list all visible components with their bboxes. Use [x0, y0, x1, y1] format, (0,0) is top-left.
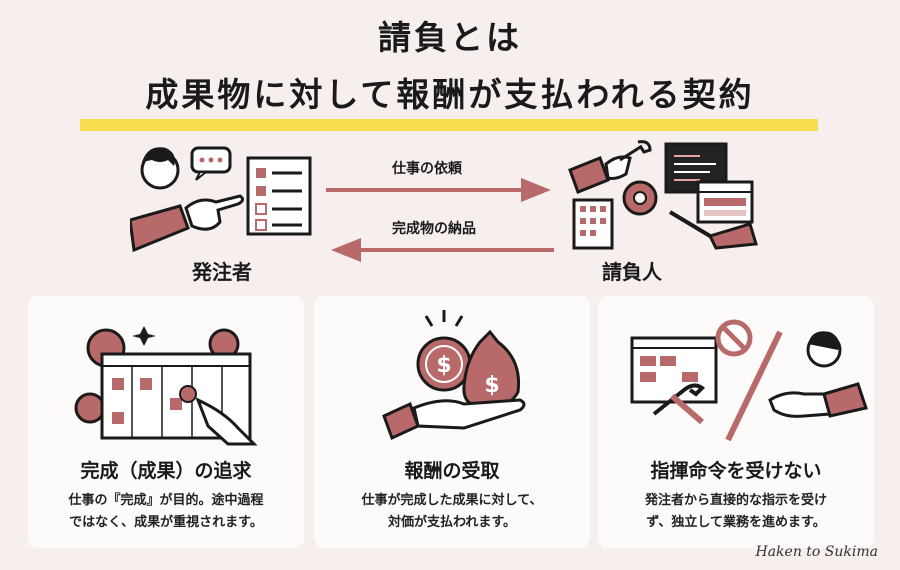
arrow-label-request: 仕事の依頼	[392, 161, 462, 177]
speech-bubble-icon	[190, 146, 232, 181]
orderer-person-icon	[140, 147, 180, 190]
svg-text:$: $	[484, 373, 499, 398]
gear-icon	[622, 180, 658, 216]
card-title: 指揮命令を受けない	[650, 460, 822, 482]
card-title: 完成（成果）の追求	[80, 460, 252, 482]
card-remuneration: $ $ 報酬の受取 仕事が完成した成果に対して、 対価が支払われます。	[314, 296, 590, 548]
arrows	[326, 178, 554, 262]
building-icon	[572, 198, 614, 250]
arrow-label-delivery: 完成物の納品	[392, 221, 476, 237]
card-title: 報酬の受取	[404, 460, 500, 482]
card-description: 仕事が完成した成果に対して、 対価が支払われます。	[320, 490, 584, 534]
money-bag-hand-icon: $ $	[382, 310, 526, 441]
card-description: 仕事の『完成』が目的。途中過程 ではなく、成果が重視されます。	[34, 490, 298, 534]
card-desc-line: 発注者から直接的な指示を受け	[644, 493, 827, 508]
svg-text:$: $	[436, 353, 451, 378]
card-desc-line: ではなく、成果が重視されます。	[69, 515, 263, 530]
title-line-1: 請負とは	[378, 18, 522, 57]
signature: Haken to Sukima	[755, 544, 879, 560]
card-desc-line: 対価が支払われます。	[387, 515, 517, 530]
browser-window-icon	[696, 180, 754, 224]
title: 請負とは 成果物に対して報酬が支払われる契約	[0, 14, 900, 120]
title-line-2: 成果物に対して報酬が支払われる契約	[145, 75, 755, 114]
card-completion: 完成（成果）の追求 仕事の『完成』が目的。途中過程 ではなく、成果が重視されます…	[28, 296, 304, 548]
role-orderer: 発注者	[192, 260, 252, 284]
pointing-hand-icon	[130, 194, 245, 253]
no-command-icon	[630, 319, 868, 442]
orderer-illustration	[130, 146, 312, 253]
screwdriver-hand-icon	[668, 210, 758, 250]
card-desc-line: 仕事の『完成』が目的。途中過程	[68, 493, 264, 508]
card-no-command: 指揮命令を受けない 発注者から直接的な指示を受け ず、独立して業務を進めます。	[598, 296, 874, 548]
card-description: 発注者から直接的な指示を受け ず、独立して業務を進めます。	[604, 490, 868, 534]
title-highlight-bar	[80, 119, 818, 131]
card-desc-line: ず、独立して業務を進めます。	[646, 515, 826, 530]
checklist-icon	[246, 156, 312, 236]
calendar-checklist-icon	[74, 326, 258, 446]
wrench-hand-icon	[568, 140, 652, 194]
arrow-left-icon	[331, 238, 554, 262]
contractor-illustration	[568, 140, 758, 250]
arrow-right-icon	[326, 178, 551, 202]
card-desc-line: 仕事が完成した成果に対して、	[361, 493, 543, 508]
role-contractor: 請負人	[602, 260, 662, 284]
